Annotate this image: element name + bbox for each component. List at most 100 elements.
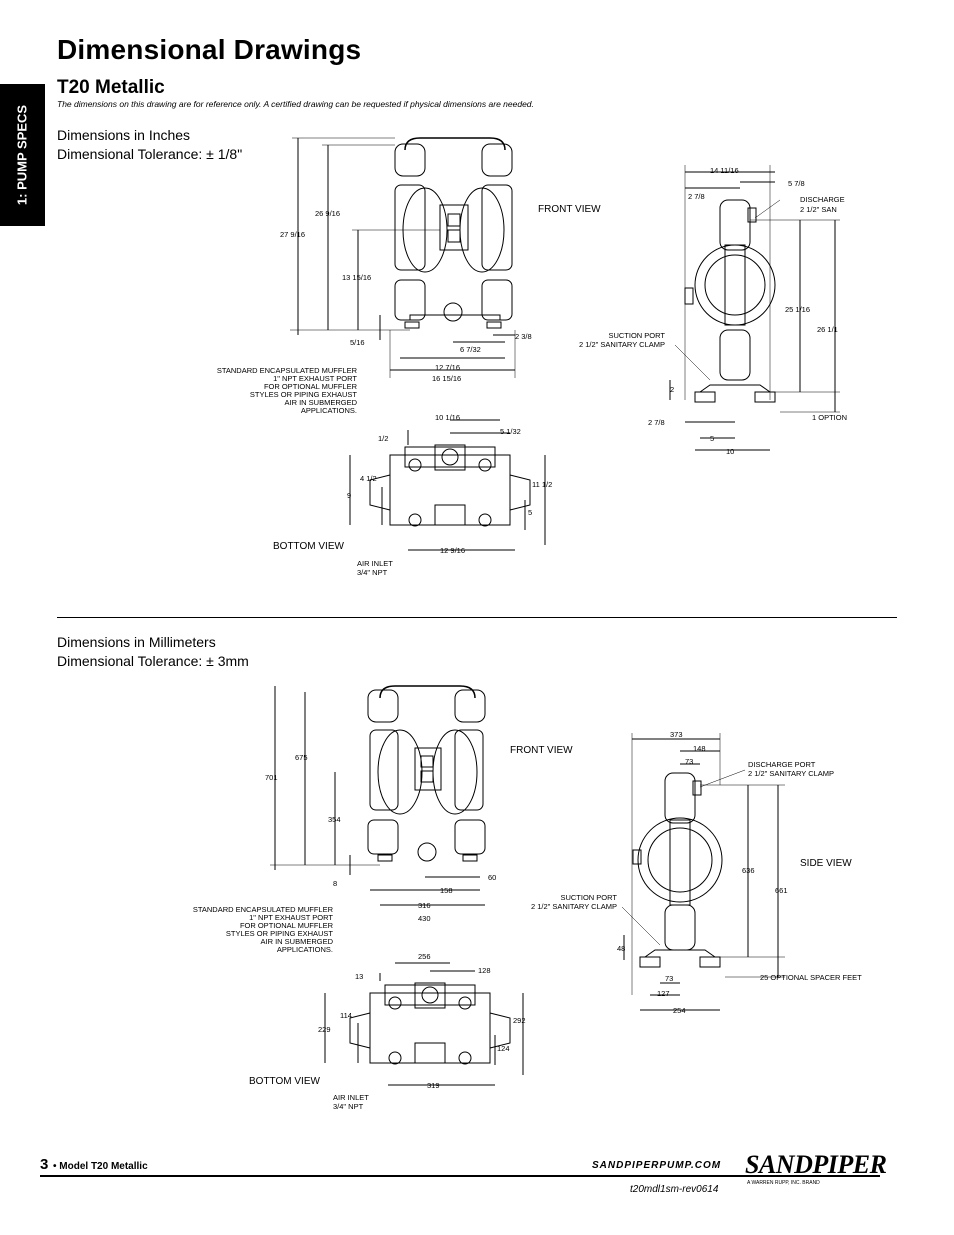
in-side-dim-2: 2 (670, 385, 674, 394)
in-bottom-dim-1-2: 1/2 (378, 434, 388, 443)
mm-front-view-label: FRONT VIEW (510, 745, 573, 756)
mm-front-dim-158: 158 (440, 886, 453, 895)
mm-front-dim-60: 60 (488, 873, 496, 882)
mm-bottom-dim-256: 256 (418, 952, 431, 961)
mm-side-dim-148: 148 (693, 744, 706, 753)
mm-side-dim-254: 254 (673, 1006, 686, 1015)
inches-muffler-note: STANDARD ENCAPSULATED MUFFLER 1" NPT EXH… (217, 366, 358, 415)
in-front-dim-12-7-16: 12 7/16 (435, 363, 460, 372)
inches-bottom-view-drawing: 10 1/16 5 1/32 1/2 4 1/2 9 11 1/2 5 12 9… (273, 413, 552, 577)
mm-front-dim-8: 8 (333, 879, 337, 888)
in-muffler-line-6: APPLICATIONS. (301, 406, 357, 415)
mm-suction-line-2: 2 1/2" SANITARY CLAMP (531, 902, 617, 911)
mm-air-inlet-2: 3/4" NPT (333, 1102, 364, 1111)
footer-rule (40, 1175, 880, 1177)
in-side-discharge-2: 2 1/2" SAN (800, 205, 837, 214)
in-muffler-line-3: FOR OPTIONAL MUFFLER (264, 382, 358, 391)
in-bottom-dim-10-1-16: 10 1/16 (435, 413, 460, 422)
mm-bottom-dim-124: 124 (497, 1044, 510, 1053)
mm-tolerance: Dimensional Tolerance: ± 3mm (57, 653, 249, 669)
mm-side-discharge-1: DISCHARGE PORT (748, 760, 816, 769)
mm-muffler-line-6: APPLICATIONS. (277, 945, 333, 954)
in-air-inlet-2: 3/4" NPT (357, 568, 388, 577)
side-tab-label: 1: PUMP SPECS (14, 104, 30, 206)
in-bottom-dim-4-1-2: 4 1/2 (360, 474, 377, 483)
footer-website: SANDPIPERPUMP.COM (592, 1160, 722, 1171)
footer-revision: t20mdl1sm-rev0614 (630, 1184, 719, 1195)
mm-side-dim-636: 636 (742, 866, 755, 875)
in-bottom-dim-5-1-32: 5 1/32 (500, 427, 521, 436)
mm-units: Dimensions in Millimeters (57, 634, 216, 650)
mm-side-dim-127: 127 (657, 989, 670, 998)
in-front-dim-2-3-8: 2 3/8 (515, 332, 532, 341)
in-air-inlet-1: AIR INLET (357, 559, 393, 568)
in-front-view-label: FRONT VIEW (538, 204, 601, 215)
mm-bottom-dim-229: 229 (318, 1025, 331, 1034)
in-front-dim-16-15-16: 16 15/16 (432, 374, 461, 383)
mm-muffler-line-4: STYLES OR PIPING EXHAUST (226, 929, 334, 938)
mm-side-dim-48: 48 (617, 944, 625, 953)
mm-side-discharge-2: 2 1/2" SANITARY CLAMP (748, 769, 834, 778)
mm-bottom-dim-13: 13 (355, 972, 363, 981)
in-side-dim-1-option: 1 OPTION (812, 413, 847, 422)
footer-model: • Model T20 Metallic (53, 1161, 148, 1172)
in-bottom-dim-5: 5 (528, 508, 532, 517)
section-side-tab: 1: PUMP SPECS (0, 84, 45, 226)
in-muffler-line-1: STANDARD ENCAPSULATED MUFFLER (217, 366, 358, 375)
in-muffler-line-5: AIR IN SUBMERGED (284, 398, 357, 407)
in-front-dim-13-15-16: 13 15/16 (342, 273, 371, 282)
page-title: Dimensional Drawings (57, 34, 362, 65)
mm-front-view-drawing: 675 701 354 8 158 60 316 430 FRONT VIEW (265, 685, 573, 923)
mm-front-dim-675: 675 (295, 753, 308, 762)
mm-side-dim-73: 73 (685, 757, 693, 766)
mm-side-view-label: SIDE VIEW (800, 858, 852, 869)
in-front-dim-6-7-32: 6 7/32 (460, 345, 481, 354)
page-number: 3 (40, 1156, 49, 1173)
mm-bottom-dim-128: 128 (478, 966, 491, 975)
reference-note: The dimensions on this drawing are for r… (57, 99, 534, 109)
mm-side-dim-661: 661 (775, 886, 788, 895)
inches-front-view-drawing: 26 9/16 27 9/16 13 15/16 5/16 6 7/32 2 3… (280, 137, 601, 383)
mm-muffler-line-1: STANDARD ENCAPSULATED MUFFLER (193, 905, 334, 914)
mm-air-inlet-1: AIR INLET (333, 1093, 369, 1102)
brand-tagline: A WARREN RUPP, INC. BRAND (747, 1180, 820, 1186)
section-divider (57, 617, 897, 618)
mm-front-dim-701: 701 (265, 773, 278, 782)
inches-units: Dimensions in Inches (57, 127, 191, 143)
mm-front-dim-354: 354 (328, 815, 341, 824)
mm-muffler-line-2: 1" NPT EXHAUST PORT (249, 913, 333, 922)
in-side-discharge-1: DISCHARGE (800, 195, 845, 204)
mm-muffler-line-5: AIR IN SUBMERGED (260, 937, 333, 946)
inches-spec: Dimensions in Inches Dimensional Toleran… (57, 126, 242, 164)
mm-spec: Dimensions in Millimeters Dimensional To… (57, 633, 249, 671)
in-bottom-view-label: BOTTOM VIEW (273, 541, 344, 552)
in-side-dim-2-7-8-bottom: 2 7/8 (648, 418, 665, 427)
mm-bottom-view-label: BOTTOM VIEW (249, 1076, 320, 1087)
mm-bottom-dim-292: 292 (513, 1016, 526, 1025)
inches-suction-note: SUCTION PORT 2 1/2" SANITARY CLAMP (579, 331, 665, 349)
inches-tolerance: Dimensional Tolerance: ± 1/8" (57, 146, 243, 162)
in-suction-line-2: 2 1/2" SANITARY CLAMP (579, 340, 665, 349)
in-bottom-dim-12-9-16: 12 9/16 (440, 546, 465, 555)
in-side-dim-5-7-8: 5 7/8 (788, 179, 805, 188)
model-subtitle: T20 Metallic (57, 77, 165, 98)
in-muffler-line-4: STYLES OR PIPING EXHAUST (250, 390, 358, 399)
inches-side-view-drawing: 14 11/16 2 7/8 5 7/8 DISCHARGE 2 1/2" SA… (648, 165, 847, 456)
in-front-dim-26-9-16: 26 9/16 (315, 209, 340, 218)
brand-logo: SANDPIPER (745, 1150, 887, 1179)
in-bottom-dim-11-1-2: 11 1/2 (532, 480, 552, 489)
mm-front-dim-430: 430 (418, 914, 431, 923)
mm-side-dim-373: 373 (670, 730, 683, 739)
in-bottom-dim-9: 9 (347, 491, 351, 500)
in-muffler-line-2: 1" NPT EXHAUST PORT (273, 374, 357, 383)
mm-front-dim-316: 316 (418, 901, 431, 910)
in-side-dim-26-1-1: 26 1/1 (817, 325, 838, 334)
mm-muffler-line-3: FOR OPTIONAL MUFFLER (240, 921, 334, 930)
in-side-dim-10: 10 (726, 447, 734, 456)
in-front-dim-5-16: 5/16 (350, 338, 365, 347)
mm-bottom-dim-114: 114 (340, 1011, 352, 1020)
in-suction-line-1: SUCTION PORT (608, 331, 665, 340)
mm-muffler-note: STANDARD ENCAPSULATED MUFFLER 1" NPT EXH… (193, 905, 334, 954)
in-side-dim-5: 5 (710, 434, 714, 443)
in-side-dim-14-11-16: 14 11/16 (710, 166, 739, 175)
